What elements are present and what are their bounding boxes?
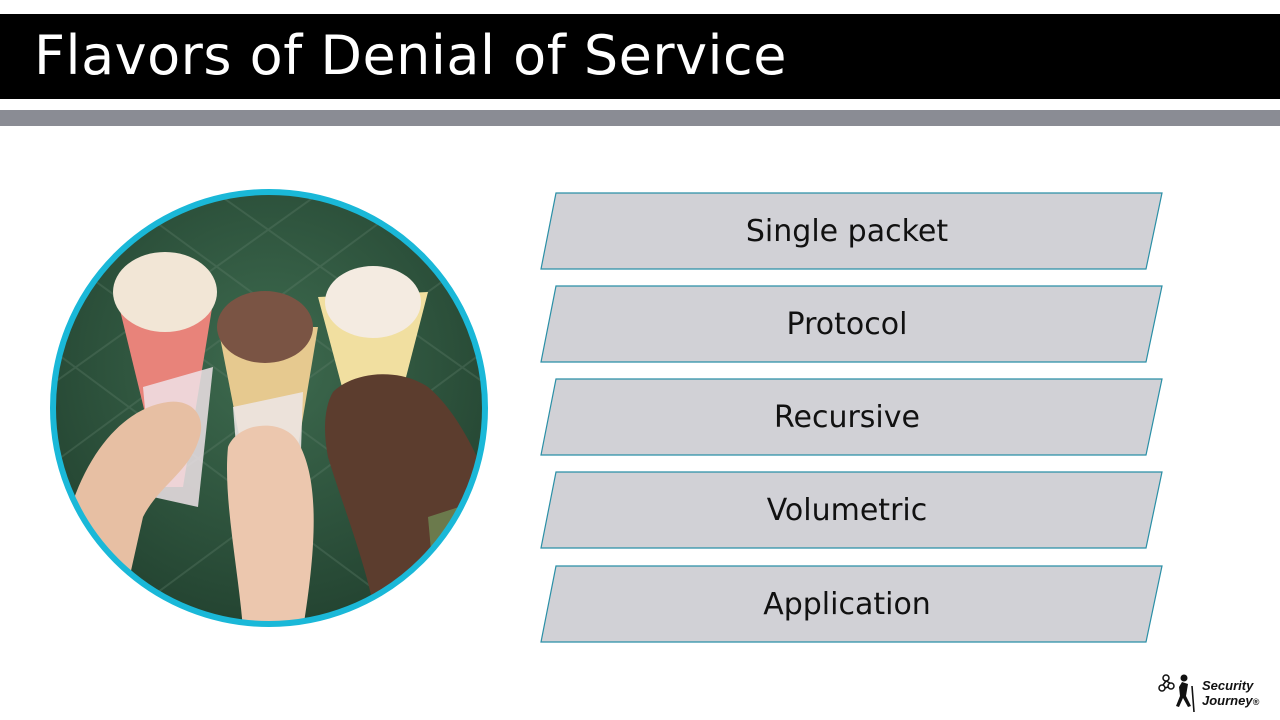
item-label: Protocol [786,306,908,342]
item-label: Recursive [774,399,920,435]
list-item: Recursive [540,378,1164,456]
parallelogram-shape [540,192,1163,270]
item-label: Single packet [745,213,949,249]
list-item: Volumetric [540,471,1164,549]
parallelogram-shape [540,471,1163,549]
item-label: Volumetric [766,492,928,528]
parallelogram-shape [540,378,1163,456]
title-bar: Flavors of Denial of Service [0,14,1280,99]
list-item: Protocol [540,285,1164,363]
list-item: Application [540,565,1164,643]
logo-wordmark: Security Journey® [1202,678,1259,710]
logo-line-1: Security [1202,678,1254,693]
logo-line-2: Journey® [1202,693,1259,710]
parallelogram-shape [540,565,1163,643]
security-journey-logo: Security Journey® [1158,672,1268,716]
slide-title: Flavors of Denial of Service [34,24,787,87]
parallelogram-shape [540,285,1163,363]
registered-mark: ® [1252,697,1260,707]
hiker-network-icon [1158,674,1195,713]
item-label: Application [763,586,931,622]
logo-line-2-text: Journey [1202,693,1253,708]
accent-band [0,110,1280,126]
ice-cream-photo [50,189,488,627]
list-item: Single packet [540,192,1164,270]
